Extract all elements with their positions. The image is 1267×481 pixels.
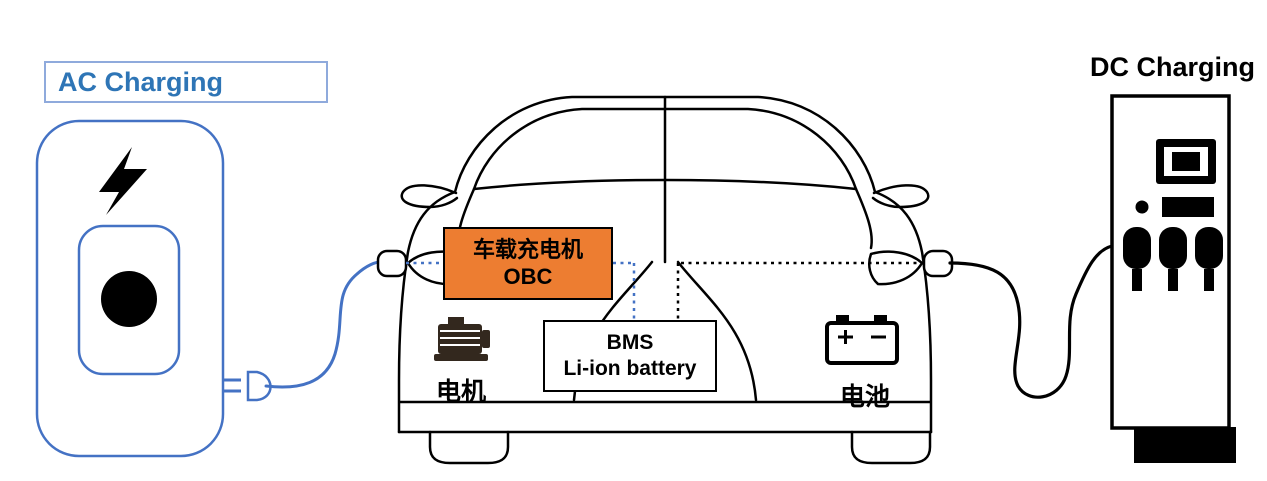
ac-charging-title-text: AC Charging bbox=[58, 66, 223, 97]
bms-box: BMS Li-ion battery bbox=[543, 320, 717, 392]
obc-box: 车载充电机 OBC bbox=[443, 227, 613, 300]
motor-label: 电机 bbox=[435, 378, 486, 406]
bms-label: BMS bbox=[606, 330, 654, 354]
right-wheel bbox=[850, 430, 932, 465]
ac-power-path-dotted bbox=[406, 261, 636, 320]
ac-charger-panel bbox=[77, 224, 181, 376]
ac-charger-body bbox=[35, 119, 225, 458]
indicator-dot bbox=[1135, 200, 1149, 214]
dc-charging-title: DC Charging bbox=[1090, 52, 1255, 83]
right-mirror bbox=[871, 184, 930, 209]
ac-cable bbox=[264, 260, 382, 389]
ac-charge-port bbox=[376, 249, 408, 278]
motor-icon bbox=[434, 317, 490, 361]
battery-label: 电池 bbox=[839, 383, 890, 411]
dc-power-path-dotted bbox=[676, 261, 924, 320]
dc-station bbox=[1110, 94, 1236, 463]
ac-charging-title: AC Charging bbox=[44, 61, 328, 103]
round-button-icon bbox=[101, 271, 157, 327]
card-slot bbox=[1162, 197, 1214, 217]
right-headlight bbox=[868, 250, 924, 286]
left-wheel bbox=[428, 430, 510, 465]
ac-plug-icon bbox=[224, 370, 272, 402]
left-mirror bbox=[400, 184, 459, 209]
liion-battery-label: Li-ion battery bbox=[563, 357, 697, 380]
dc-station-base bbox=[1134, 427, 1236, 463]
dc-cable bbox=[948, 244, 1114, 399]
obc-label-en: OBC bbox=[503, 263, 553, 289]
lightning-icon bbox=[99, 147, 147, 215]
screen-icon bbox=[1156, 139, 1216, 184]
battery-plus-minus bbox=[838, 330, 886, 344]
obc-label-cn: 车载充电机 bbox=[472, 237, 583, 263]
battery-icon bbox=[825, 315, 899, 365]
car-outline bbox=[376, 95, 954, 465]
dc-charging-title-text: DC Charging bbox=[1090, 52, 1255, 82]
dc-charge-port bbox=[922, 249, 954, 278]
ac-charger-unit bbox=[35, 119, 225, 458]
charging-gun-icons bbox=[1123, 227, 1223, 291]
